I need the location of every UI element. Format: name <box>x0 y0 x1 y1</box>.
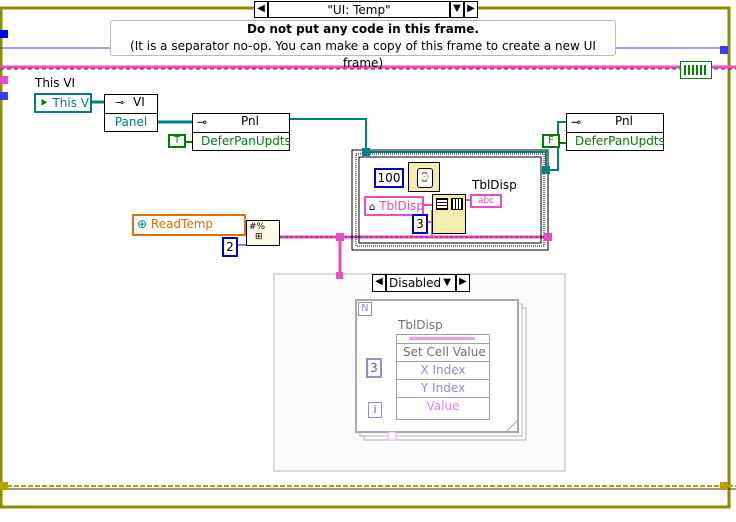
readtemp-text: ReadTemp <box>150 217 214 231</box>
vi-property-node[interactable]: ⊸ VI Panel <box>104 94 158 132</box>
ghost-invoke-node[interactable]: Set Cell Value X Index Y Index Value <box>396 334 490 420</box>
case-selector[interactable]: "UI: Temp" <box>268 1 450 18</box>
wait-ms-function[interactable]: ⌚ <box>408 162 440 192</box>
loop-count-terminal[interactable]: N <box>358 302 372 316</box>
false-constant[interactable]: F <box>542 134 560 148</box>
ghost-tbl-disp-label: TblDisp <box>398 318 443 332</box>
flat-sequence-frame <box>351 149 549 251</box>
tbl-indicator-label: TblDisp <box>472 178 517 192</box>
reshape-dimension-constant[interactable]: 2 <box>222 237 238 257</box>
vi-class-label: VI <box>133 95 145 109</box>
readtemp-local-variable[interactable]: ⊕ ReadTemp <box>132 214 246 236</box>
set-cell-value-row: Set Cell Value <box>397 344 489 362</box>
comment-line-1: Do not put any code in this frame. <box>246 22 480 36</box>
x-index-constant[interactable]: 3 <box>366 358 382 378</box>
array-icon: ⊞ <box>255 232 263 242</box>
string-bar-icon <box>409 337 475 340</box>
tbl-disp-reference[interactable]: ⌂ TblDisp <box>364 196 424 216</box>
true-constant[interactable]: T <box>168 134 186 148</box>
panel-property: Panel <box>114 115 148 129</box>
build-array-node[interactable] <box>432 194 466 234</box>
pnl-class-label-2: Pnl <box>615 114 633 128</box>
this-vi-label: This VI <box>35 76 76 90</box>
error-cluster-terminal-icon[interactable] <box>680 61 712 79</box>
vi-ref-icon: ⯈ <box>39 96 49 110</box>
y-index-row: Y Index <box>397 380 489 398</box>
defer-panel-updates-property-1: DeferPanUpdts <box>201 134 291 148</box>
case-selector-value: "UI: Temp" <box>327 3 391 17</box>
home-icon: ⌂ <box>369 202 376 213</box>
this-vi-text: This VI <box>52 96 93 110</box>
iteration-terminal[interactable]: i <box>368 402 382 418</box>
wait-ms-constant[interactable]: 100 <box>374 168 404 188</box>
x-index-row: X Index <box>397 362 489 380</box>
prop-ref-icon: ⊸ <box>115 96 125 109</box>
frame-comment[interactable]: Do not put any code in this frame. (It i… <box>110 20 616 70</box>
format-icon: #% <box>249 222 266 232</box>
tbl-disp-ref-text: TblDisp <box>379 199 424 213</box>
disabled-selector-value: Disabled <box>389 276 442 290</box>
this-vi-reference[interactable]: ⯈ This VI <box>34 93 93 113</box>
array-grid-icon <box>436 198 448 210</box>
indicator-glyph: abc <box>478 196 495 206</box>
disabled-next-button[interactable]: ▶ <box>456 274 470 292</box>
value-row: Value <box>426 399 460 413</box>
comment-line-2: (It is a separator no-op. You can make a… <box>130 39 596 70</box>
case-prev-button[interactable]: ◀ <box>254 1 268 18</box>
wristwatch-icon: ⌚ <box>417 168 433 188</box>
table-indicator-terminal[interactable]: abc <box>470 194 502 208</box>
column-count-constant[interactable]: 3 <box>412 214 428 234</box>
disabled-prev-button[interactable]: ◀ <box>372 274 386 292</box>
pnl-class-label-1: Pnl <box>241 114 259 128</box>
pnl-property-node-1[interactable]: ⊸ Pnl DeferPanUpdts <box>192 113 291 151</box>
pnl-ref-icon: ⊸ <box>197 115 208 129</box>
array-grid-icon-2 <box>451 198 463 210</box>
chevron-down-icon: ▼ <box>443 277 451 288</box>
spreadsheet-string-to-array-node[interactable]: #% ⊞ <box>246 220 280 246</box>
disabled-selector[interactable]: Disabled ▼ <box>386 274 456 292</box>
case-dropdown-button[interactable]: ▼ <box>450 1 464 18</box>
defer-panel-updates-property-2: DeferPanUpdts <box>575 134 665 148</box>
pnl-ref-icon-2: ⊸ <box>571 115 582 129</box>
globe-icon: ⊕ <box>137 217 148 231</box>
case-next-button[interactable]: ▶ <box>464 1 478 18</box>
pnl-property-node-2[interactable]: ⊸ Pnl DeferPanUpdts <box>566 113 665 151</box>
